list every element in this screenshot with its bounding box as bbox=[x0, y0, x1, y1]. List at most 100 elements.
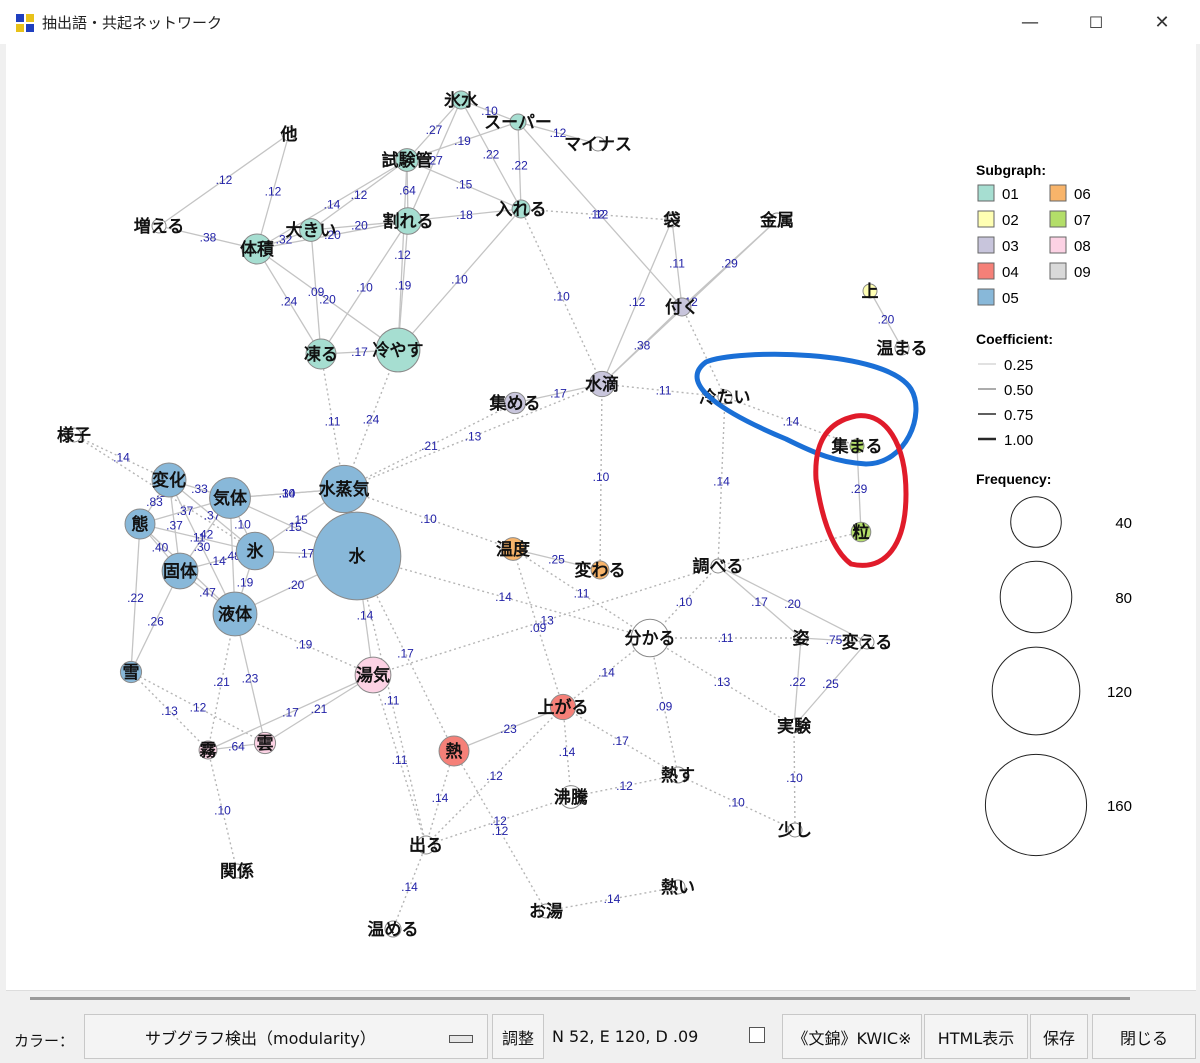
node-hotwater[interactable] bbox=[538, 903, 554, 919]
edge bbox=[460, 99, 522, 210]
kwic-button[interactable]: 《文錦》KWIC※ bbox=[782, 1014, 922, 1059]
node-cool[interactable] bbox=[375, 327, 421, 373]
node-change[interactable] bbox=[151, 462, 187, 498]
save-button[interactable]: 保存 bbox=[1030, 1014, 1088, 1059]
edge-coefficient-label: .24 bbox=[281, 295, 298, 309]
node-up[interactable] bbox=[862, 283, 878, 299]
edge-coefficient-label: .10 bbox=[279, 487, 296, 501]
blue-circle-annotation bbox=[694, 351, 919, 467]
edge-coefficient-label: .12 bbox=[588, 208, 605, 222]
node-steam[interactable] bbox=[354, 656, 392, 694]
node-minus[interactable] bbox=[590, 136, 606, 152]
node-water[interactable] bbox=[312, 511, 402, 601]
node-warm[interactable] bbox=[384, 920, 402, 938]
legend-subgraph-title: Subgraph: bbox=[976, 162, 1046, 178]
edge bbox=[649, 637, 795, 727]
edge-coefficient-label: .22 bbox=[483, 148, 500, 162]
node-put[interactable] bbox=[511, 199, 531, 219]
edges-layer bbox=[73, 99, 903, 930]
node-freeze[interactable] bbox=[305, 338, 337, 370]
edge-coefficient-label: .12 bbox=[550, 126, 567, 140]
edge-coefficient-label: .09 bbox=[656, 700, 673, 714]
edge-coefficient-label: .10 bbox=[356, 281, 373, 295]
node-vapor[interactable] bbox=[319, 464, 369, 514]
adjust-button[interactable]: 調整 bbox=[492, 1014, 544, 1059]
edge bbox=[158, 225, 258, 250]
node-understand[interactable] bbox=[630, 618, 670, 658]
node-testtube[interactable] bbox=[395, 148, 419, 172]
node-liquid[interactable] bbox=[212, 591, 258, 637]
node-super[interactable] bbox=[509, 113, 527, 131]
node-heatv[interactable] bbox=[669, 766, 687, 784]
node-metal[interactable] bbox=[769, 212, 785, 228]
close-button[interactable]: 閉じる bbox=[1092, 1014, 1196, 1059]
node-cold[interactable] bbox=[717, 389, 733, 405]
node-grain[interactable] bbox=[850, 521, 872, 543]
node-experiment[interactable] bbox=[786, 718, 802, 734]
edge-coefficient-label: .20 bbox=[324, 228, 341, 242]
node-relation[interactable] bbox=[229, 863, 245, 879]
node-rise[interactable] bbox=[549, 693, 577, 721]
node-ice_water[interactable] bbox=[451, 90, 471, 110]
edge bbox=[407, 208, 522, 222]
node-little[interactable] bbox=[787, 822, 803, 838]
edge bbox=[545, 886, 679, 912]
legend-coefficient-label: 0.25 bbox=[1004, 357, 1033, 374]
minimize-button[interactable]: — bbox=[1021, 11, 1039, 33]
node-label: 温める bbox=[368, 920, 419, 940]
edge bbox=[453, 706, 564, 752]
node-label: 大きい bbox=[286, 220, 337, 241]
node-state[interactable] bbox=[66, 427, 82, 443]
horizontal-scrollbar[interactable] bbox=[30, 997, 1130, 1000]
edge-coefficient-label: .15 bbox=[456, 178, 473, 192]
node-warmup[interactable] bbox=[894, 340, 910, 356]
node-temp[interactable] bbox=[501, 537, 525, 561]
node-break[interactable] bbox=[394, 207, 422, 235]
node-heat[interactable] bbox=[438, 735, 470, 767]
node-increase[interactable] bbox=[151, 218, 167, 234]
node-gather[interactable] bbox=[503, 391, 527, 415]
node-hot[interactable] bbox=[670, 879, 686, 895]
node-bag[interactable] bbox=[664, 212, 680, 228]
node-other[interactable] bbox=[281, 126, 297, 142]
node-check[interactable] bbox=[710, 558, 726, 574]
node-label: 冷たい bbox=[700, 387, 751, 408]
close-window-button[interactable]: ✕ bbox=[1154, 11, 1170, 33]
edge-coefficient-label: .18 bbox=[456, 208, 473, 222]
node-form[interactable] bbox=[124, 508, 156, 540]
node-label: 凍る bbox=[304, 344, 338, 365]
node-exit[interactable] bbox=[416, 835, 436, 855]
color-mode-select[interactable]: サブグラフ検出（modularity） bbox=[84, 1014, 488, 1059]
node-solid[interactable] bbox=[161, 552, 199, 590]
maximize-button[interactable]: ☐ bbox=[1088, 12, 1104, 32]
node-snow[interactable] bbox=[119, 660, 143, 684]
node-big[interactable] bbox=[299, 218, 323, 242]
html-view-button[interactable]: HTML表示 bbox=[924, 1014, 1028, 1059]
node-alter[interactable] bbox=[859, 634, 875, 650]
node-drop[interactable] bbox=[588, 370, 616, 398]
edge-coefficient-label: .22 bbox=[789, 675, 806, 689]
edge-coefficient-label: .34 bbox=[279, 487, 296, 501]
edge-coefficient-label: .75 bbox=[826, 633, 843, 647]
node-fog[interactable] bbox=[198, 740, 218, 760]
node-varies[interactable] bbox=[590, 560, 610, 580]
node-stick[interactable] bbox=[672, 297, 692, 317]
node-ice[interactable] bbox=[235, 531, 275, 571]
edge-coefficient-label: .13 bbox=[714, 675, 731, 689]
cooccurrence-network: .10.27.27.22.12.22.19.12.15.64.12.14.12.… bbox=[57, 90, 1132, 940]
node-volume[interactable] bbox=[241, 233, 273, 265]
legend-subgraph-label: 02 bbox=[1002, 212, 1019, 229]
node-boil[interactable] bbox=[559, 785, 583, 809]
edge bbox=[256, 159, 408, 250]
node-label: 変化 bbox=[152, 470, 186, 491]
edge-coefficient-label: .14 bbox=[598, 666, 615, 680]
kwic-checkbox[interactable] bbox=[749, 1027, 765, 1043]
node-shape[interactable] bbox=[793, 630, 809, 646]
node-gathered[interactable] bbox=[849, 438, 865, 454]
edge-coefficient-label: .64 bbox=[399, 184, 416, 198]
edge bbox=[264, 674, 374, 744]
edge-coefficient-label: .11 bbox=[656, 384, 672, 398]
node-cloud[interactable] bbox=[253, 731, 277, 755]
node-gas[interactable] bbox=[209, 477, 251, 519]
edge-coefficient-label: .14 bbox=[713, 475, 730, 489]
